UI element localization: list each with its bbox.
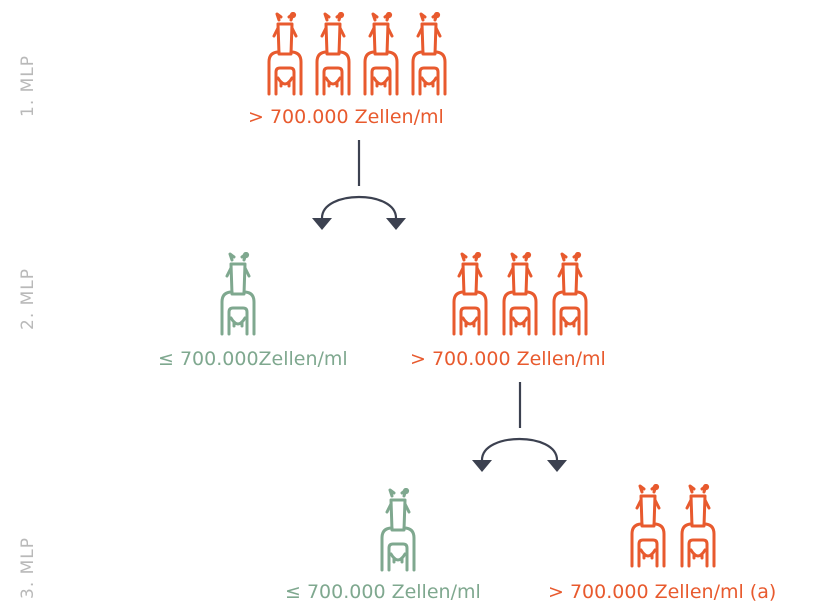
cow-udder-icon — [450, 252, 490, 336]
stage1-high-label: > 700.000 Zellen/ml — [248, 106, 444, 128]
cow-udder-icon — [218, 252, 258, 336]
stage3-high-cows — [628, 484, 718, 568]
cow-udder-icon — [409, 12, 449, 96]
stage3-low-cows — [378, 488, 418, 572]
arrow-curve — [480, 437, 559, 461]
arrow-head-right — [547, 460, 567, 472]
stage3-low-label: ≤ 700.000 Zellen/ml — [285, 581, 481, 603]
stage2-low-label: ≤ 700.000Zellen/ml — [158, 348, 348, 370]
cow-udder-icon — [265, 12, 305, 96]
cow-udder-icon — [678, 484, 718, 568]
arrow-head-left — [312, 218, 332, 230]
stage3-high-label: > 700.000 Zellen/ml (a) — [548, 581, 777, 603]
cow-udder-icon — [500, 252, 540, 336]
cow-udder-icon — [550, 252, 590, 336]
arrow-curve — [320, 195, 398, 219]
stage2-high-label: > 700.000 Zellen/ml — [410, 348, 606, 370]
stage2-low-cows — [218, 252, 258, 336]
cow-udder-icon — [361, 12, 401, 96]
stage1-high-cows — [265, 12, 449, 96]
cow-udder-icon — [378, 488, 418, 572]
cow-udder-icon — [628, 484, 668, 568]
arrow-head-right — [386, 218, 406, 230]
stage2-high-cows — [450, 252, 590, 336]
cow-udder-icon — [313, 12, 353, 96]
arrow-head-left — [472, 460, 492, 472]
